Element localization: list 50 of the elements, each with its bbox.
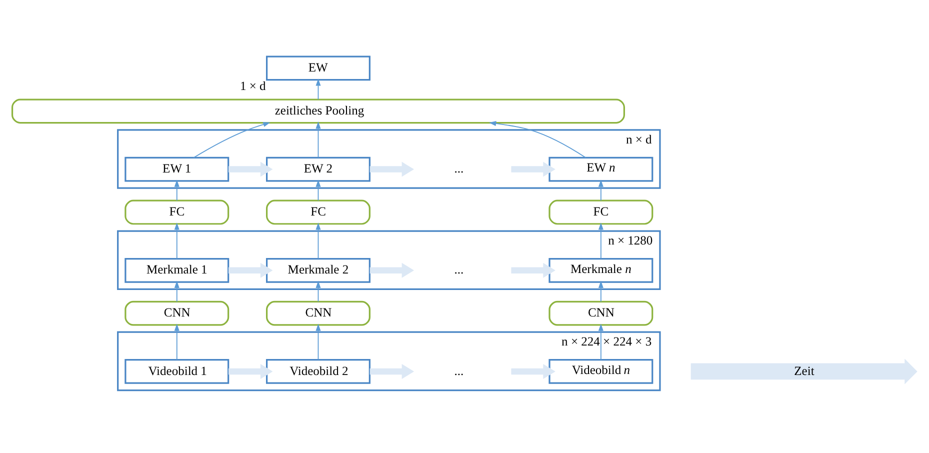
arrow	[316, 78, 321, 100]
node-box: EW 2	[266, 156, 370, 182]
node-box: FC	[266, 199, 370, 224]
arrow	[511, 262, 556, 278]
arrow	[598, 280, 604, 302]
node-box: Videobild 1	[124, 358, 230, 384]
label: Zeit	[794, 363, 814, 378]
node-label: n × 1280	[608, 233, 653, 248]
node-box: CNN	[124, 300, 230, 326]
arrow	[174, 280, 180, 302]
node-box: EW 1	[124, 156, 230, 182]
arrow	[174, 179, 180, 200]
node-text: ...	[454, 161, 464, 176]
arrow	[316, 121, 321, 158]
node-label: n × d	[626, 132, 652, 146]
arrow	[370, 363, 414, 378]
arrow	[370, 161, 414, 176]
arrow	[511, 363, 556, 378]
arrow	[598, 179, 604, 200]
arrow	[598, 323, 604, 360]
node-box: CNN	[548, 300, 654, 326]
arrow	[316, 323, 321, 360]
node-box: Videobild n	[548, 358, 654, 384]
node-box: FC	[124, 199, 230, 224]
node-box: FC	[548, 199, 654, 224]
node-label: 1 × d	[240, 78, 266, 92]
node-box: EW	[266, 55, 370, 80]
arrow	[228, 161, 273, 176]
arrow	[174, 323, 180, 360]
arrow	[316, 222, 321, 259]
arrow	[228, 363, 273, 378]
node-text: ...	[454, 363, 464, 378]
node-box: Merkmale 2	[266, 257, 370, 282]
node-box: Merkmale n	[548, 257, 654, 282]
node-box: zeitliches Pooling	[11, 98, 625, 124]
arrow	[316, 179, 321, 200]
arrow	[193, 122, 270, 158]
node-box: Videobild 2	[266, 358, 370, 384]
node-box: EW n	[548, 156, 654, 182]
arrow	[174, 222, 180, 259]
arrow	[511, 161, 556, 176]
arrow	[370, 262, 414, 278]
node-box: CNN	[266, 300, 370, 326]
node-box: Merkmale 1	[124, 257, 230, 282]
arrow	[228, 262, 273, 278]
arrow	[598, 222, 604, 259]
node-label: n × 224 × 224 × 3	[562, 334, 652, 348]
node-text: ...	[454, 262, 464, 276]
arrow	[316, 280, 321, 302]
arrow	[488, 120, 586, 158]
